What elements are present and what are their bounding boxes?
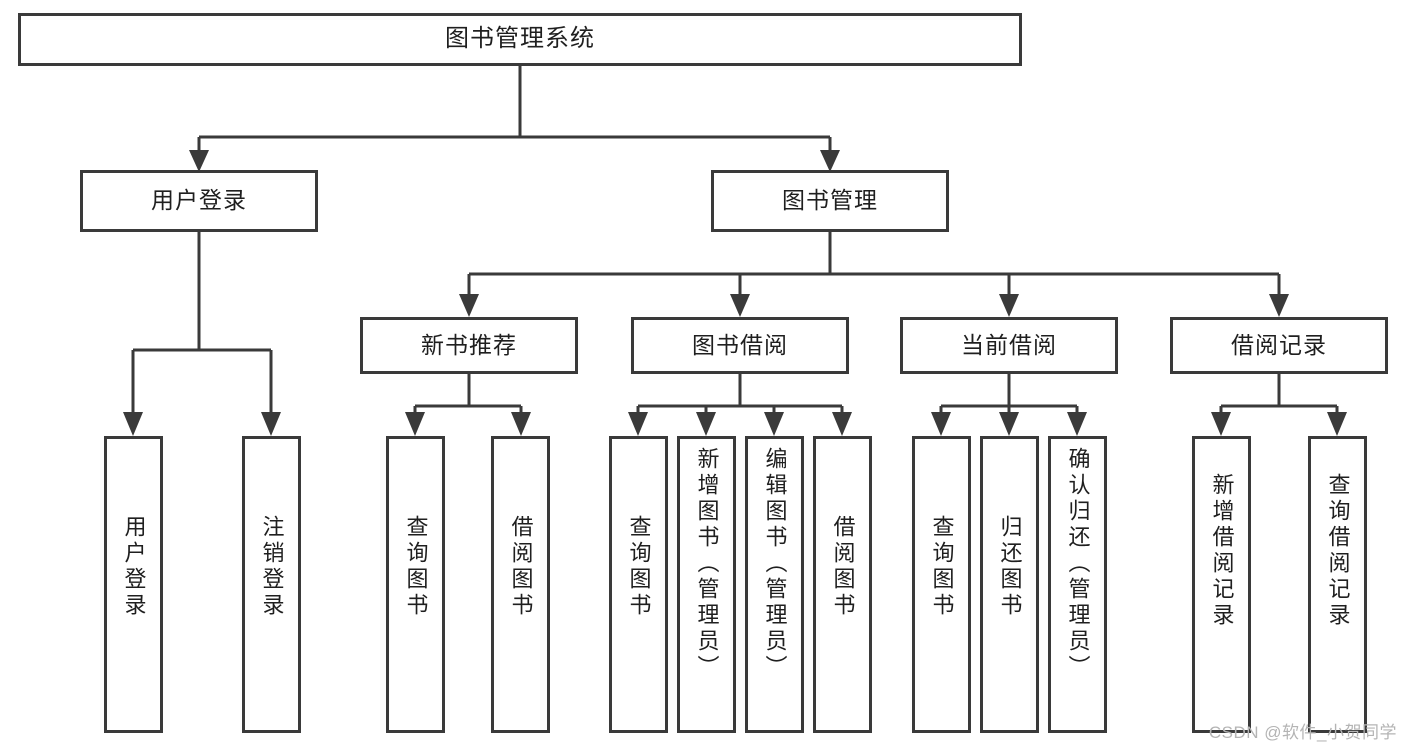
leaf-current-borrow-confirm-return-admin[interactable]: 确认归还（管理员） [1048, 436, 1107, 733]
arrowhead-to-book-mgmt [820, 150, 840, 172]
node-label: 注销登录 [259, 515, 285, 619]
arrowhead-currentborrow-leaf-1 [931, 412, 951, 436]
arrowhead-userlogin-leaf-2 [261, 412, 281, 436]
arrowhead-to-user-login [189, 150, 209, 172]
node-label: 借阅记录 [1231, 331, 1327, 358]
node-label: 新增借阅记录 [1209, 473, 1235, 629]
arrowhead-newbook-leaf-1 [405, 412, 425, 436]
leaf-book-borrow-add-book-admin[interactable]: 新增图书（管理员） [677, 436, 736, 733]
node-root-book-management-system[interactable]: 图书管理系统 [18, 13, 1022, 66]
node-label: 查询图书 [403, 515, 429, 619]
node-label: 借阅图书 [508, 515, 534, 619]
leaf-book-borrow-query-books[interactable]: 查询图书 [609, 436, 668, 733]
node-label: 查询图书 [626, 515, 652, 619]
node-label: 新书推荐 [421, 331, 517, 358]
arrowhead-newbook-leaf-2 [511, 412, 531, 436]
leaf-book-borrow-borrow-books[interactable]: 借阅图书 [813, 436, 872, 733]
node-user-login[interactable]: 用户登录 [80, 170, 318, 232]
leaf-new-book-borrow-books[interactable]: 借阅图书 [491, 436, 550, 733]
node-label: 查询图书 [929, 515, 955, 619]
node-label: 编辑图书（管理员） [762, 447, 788, 681]
arrowhead-bookborrow-leaf-3 [764, 412, 784, 436]
arrowhead-bookborrow-leaf-4 [832, 412, 852, 436]
node-label: 确认归还（管理员） [1065, 447, 1091, 681]
leaf-current-borrow-return-books[interactable]: 归还图书 [980, 436, 1039, 733]
arrowhead-to-borrow-record [1269, 294, 1289, 317]
arrowhead-borrowrecord-leaf-2 [1327, 412, 1347, 436]
node-label: 当前借阅 [961, 331, 1057, 358]
arrowhead-bookborrow-leaf-1 [628, 412, 648, 436]
leaf-new-book-query-books[interactable]: 查询图书 [386, 436, 445, 733]
arrowhead-borrowrecord-leaf-1 [1211, 412, 1231, 436]
leaf-book-borrow-edit-book-admin[interactable]: 编辑图书（管理员） [745, 436, 804, 733]
node-label: 借阅图书 [830, 515, 856, 619]
arrowhead-userlogin-leaf-1 [123, 412, 143, 436]
node-label: 图书管理 [782, 187, 878, 214]
arrowhead-to-book-borrow [730, 294, 750, 317]
node-new-book-recommendation[interactable]: 新书推荐 [360, 317, 578, 374]
node-label: 归还图书 [997, 515, 1023, 619]
node-label: 新增图书（管理员） [694, 447, 720, 681]
node-book-management[interactable]: 图书管理 [711, 170, 949, 232]
node-current-borrowing[interactable]: 当前借阅 [900, 317, 1118, 374]
node-label: 用户登录 [151, 187, 247, 214]
node-label: 查询借阅记录 [1325, 473, 1351, 629]
leaf-borrow-record-query-record[interactable]: 查询借阅记录 [1308, 436, 1367, 733]
node-borrowing-record[interactable]: 借阅记录 [1170, 317, 1388, 374]
node-label: 图书借阅 [692, 331, 788, 358]
arrowhead-bookborrow-leaf-2 [696, 412, 716, 436]
arrowhead-to-new-book [459, 294, 479, 317]
leaf-user-login-signin[interactable]: 用户登录 [104, 436, 163, 733]
arrowhead-currentborrow-leaf-3 [1067, 412, 1087, 436]
leaf-current-borrow-query-books[interactable]: 查询图书 [912, 436, 971, 733]
leaf-user-login-signout[interactable]: 注销登录 [242, 436, 301, 733]
leaf-borrow-record-add-record[interactable]: 新增借阅记录 [1192, 436, 1251, 733]
node-label: 用户登录 [121, 515, 147, 619]
node-label: 图书管理系统 [445, 25, 595, 53]
node-book-borrowing[interactable]: 图书借阅 [631, 317, 849, 374]
arrowhead-currentborrow-leaf-2 [999, 412, 1019, 436]
arrowhead-to-current-borrow [999, 294, 1019, 317]
